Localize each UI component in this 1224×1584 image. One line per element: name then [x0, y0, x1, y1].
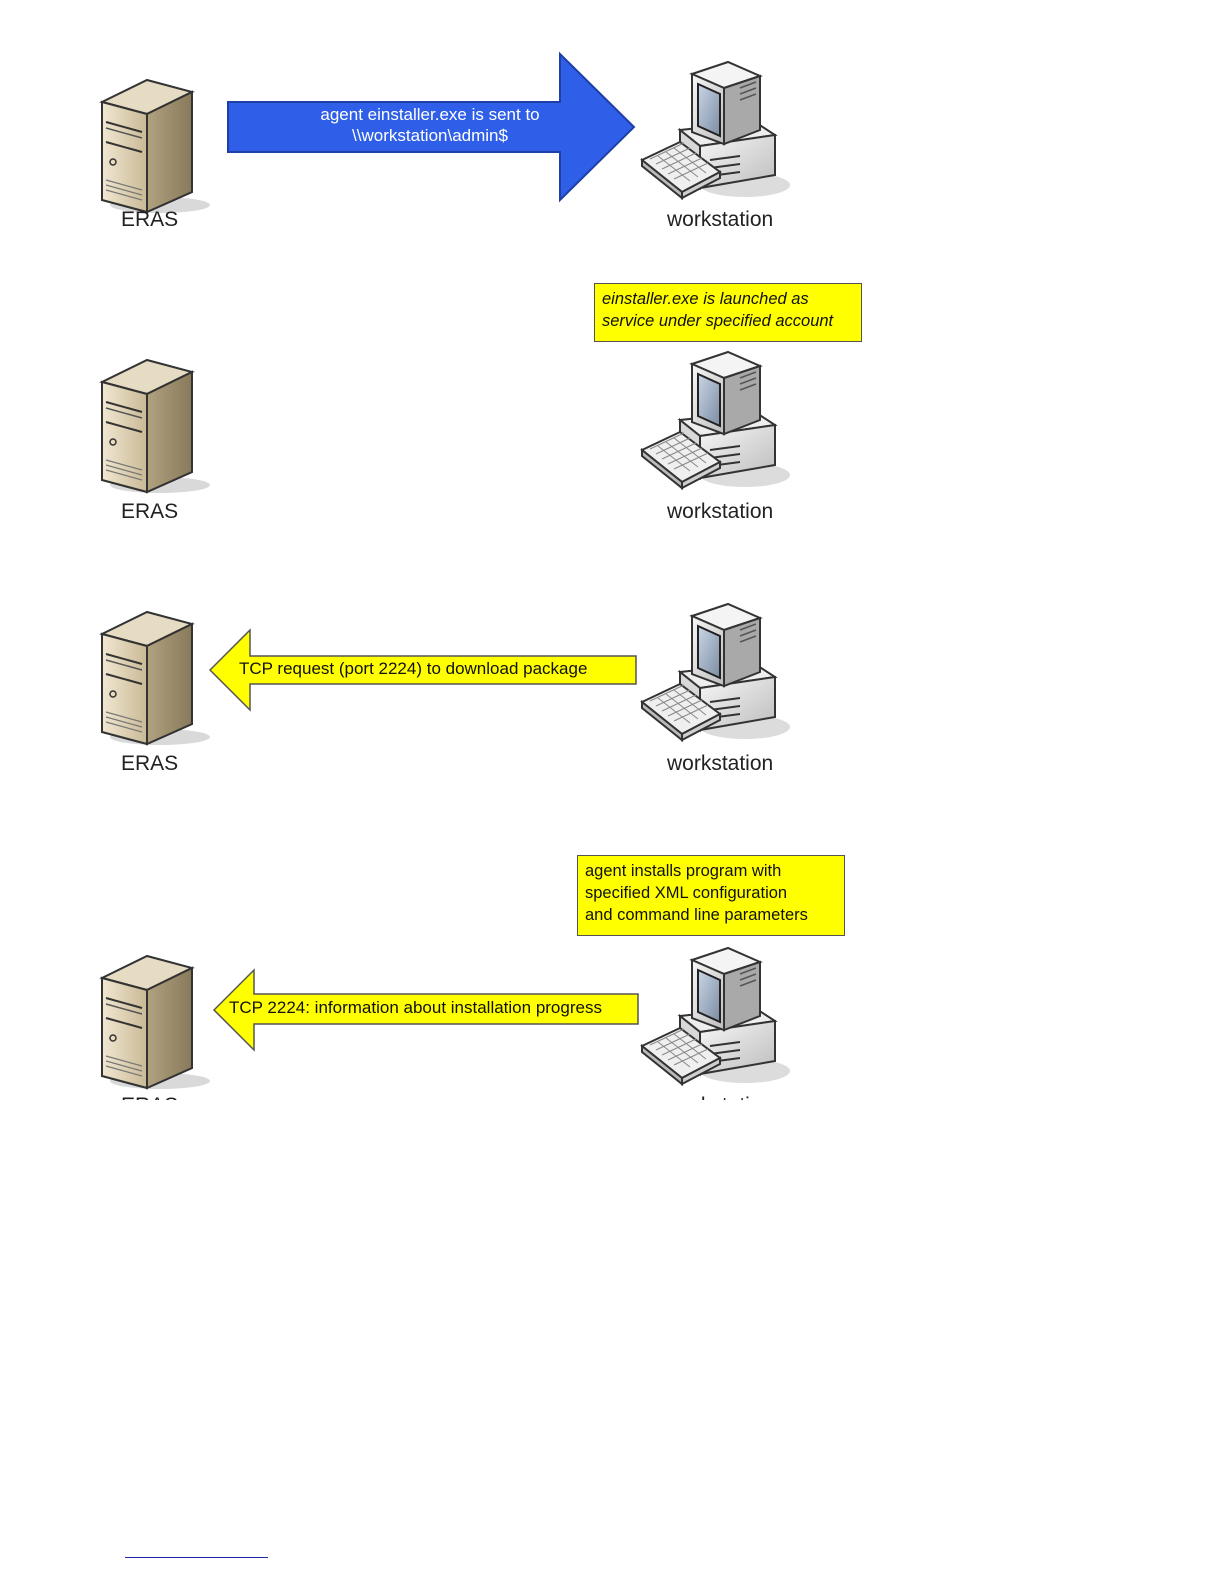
request-arrow-text: TCP request (port 2224) to download pack…: [239, 659, 587, 679]
workstation-label: workstation: [667, 208, 773, 232]
server-label: ERAS: [121, 752, 178, 776]
server-icon: [92, 948, 212, 1093]
blue-arrow-text: agent einstaller.exe is sent to \\workst…: [280, 104, 580, 146]
launch-note-line2: service under specified account: [602, 310, 854, 332]
launch-note-line1: einstaller.exe is launched as: [602, 288, 854, 310]
workstation-icon: [640, 946, 800, 1091]
progress-arrow-text: TCP 2224: information about installation…: [229, 998, 602, 1018]
server-icon: [92, 604, 212, 749]
blue-arrow-text-line1: agent einstaller.exe is sent to: [280, 104, 580, 125]
workstation-icon: [640, 602, 800, 747]
server-label: ERAS: [121, 500, 178, 524]
install-note: agent installs program with specified XM…: [577, 855, 845, 936]
server-icon: [92, 72, 212, 217]
server-label: ERAS: [121, 208, 178, 232]
install-note-line2: specified XML configuration: [585, 882, 837, 904]
workstation-label: workstation: [667, 752, 773, 776]
page-blank-area: [0, 1100, 1224, 1584]
workstation-icon: [640, 60, 800, 205]
server-icon: [92, 352, 212, 497]
blue-arrow-text-line2: \\workstation\admin$: [280, 125, 580, 146]
install-note-line1: agent installs program with: [585, 860, 837, 882]
launch-note: einstaller.exe is launched as service un…: [594, 283, 862, 342]
footnote-separator: [125, 1557, 268, 1558]
workstation-icon: [640, 350, 800, 495]
install-note-line3: and command line parameters: [585, 904, 837, 926]
workstation-label: workstation: [667, 500, 773, 524]
